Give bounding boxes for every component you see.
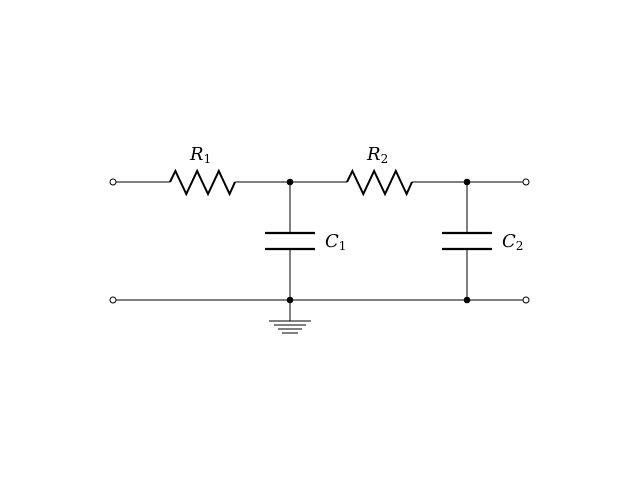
terminal-input-bottom xyxy=(109,296,117,304)
label-r1: R1 xyxy=(189,144,211,166)
ground-icon xyxy=(269,300,311,334)
capacitor-c2 xyxy=(442,182,492,300)
junction-node2-top xyxy=(463,178,471,186)
terminal-output-top xyxy=(522,178,530,186)
junction-node2-bottom xyxy=(463,296,471,304)
label-c1: C1 xyxy=(325,231,346,253)
resistor-r2 xyxy=(346,168,413,197)
terminal-output-bottom xyxy=(522,296,530,304)
label-c2: C2 xyxy=(502,231,523,253)
label-r2: R2 xyxy=(366,144,388,166)
junction-node1-top xyxy=(286,178,294,186)
resistor-r1 xyxy=(169,168,236,197)
terminal-input-top xyxy=(109,178,117,186)
junction-node1-bottom xyxy=(286,296,294,304)
capacitor-c1 xyxy=(265,182,315,300)
